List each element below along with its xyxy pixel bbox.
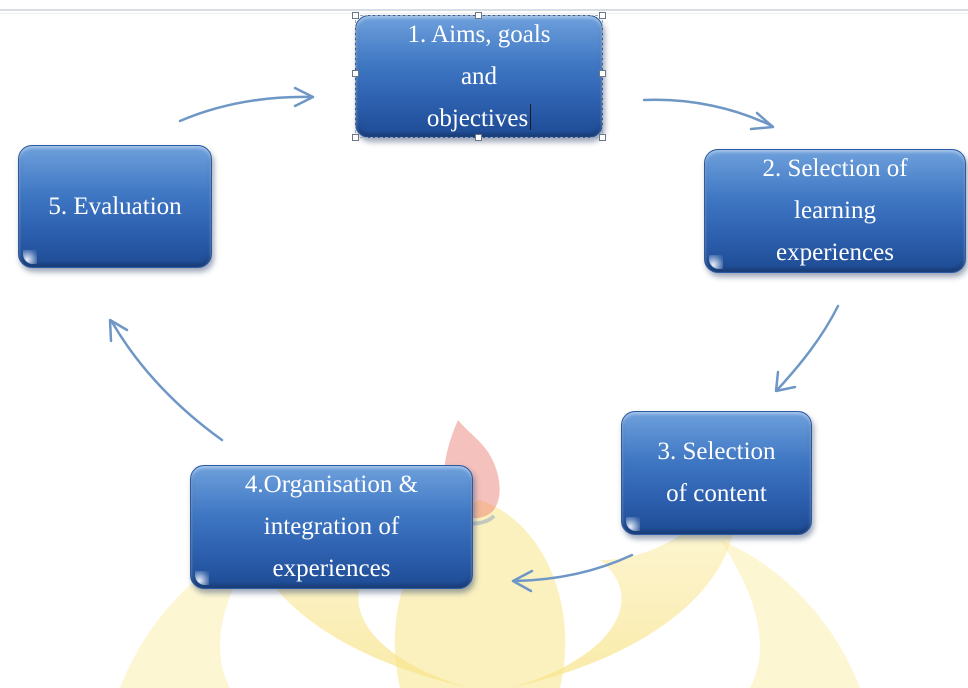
node-aims-label[interactable]: 1. Aims, goals and objectives — [407, 20, 551, 132]
node-evaluation-label: 5. Evaluation — [48, 192, 182, 220]
node-aims-goals-objectives[interactable]: 1. Aims, goals and objectives — [355, 15, 603, 138]
resize-handle-top[interactable] — [475, 12, 482, 19]
watermark-side-right — [720, 540, 860, 688]
arrow-content-to-organisation-head — [511, 569, 534, 593]
node-corner-highlight — [195, 571, 209, 585]
resize-handle-bottom-right[interactable] — [599, 134, 606, 141]
arrow-organisation-to-evaluation — [110, 320, 224, 442]
node-learning-label: 2. Selection of learning experiences — [762, 155, 908, 266]
node-selection-of-content[interactable]: 3. Selection of content — [621, 411, 812, 535]
resize-handle-bottom-left[interactable] — [352, 134, 359, 141]
node-corner-highlight — [709, 255, 723, 269]
arrow-evaluation-to-aims-head — [293, 86, 315, 108]
resize-handle-top-right[interactable] — [599, 12, 606, 19]
arrow-learning-to-content — [776, 304, 840, 391]
node-selection-of-learning-experiences[interactable]: 2. Selection of learning experiences — [704, 149, 966, 273]
node-evaluation[interactable]: 5. Evaluation — [18, 145, 212, 268]
editor-ruler-line-secondary — [0, 13, 968, 14]
node-corner-highlight — [626, 517, 640, 531]
arrow-evaluation-to-aims — [178, 95, 314, 123]
arrow-aims-to-learning-head — [749, 111, 775, 131]
node-organisation-integration[interactable]: 4.Organisation & integration of experien… — [190, 465, 473, 589]
resize-handle-right[interactable] — [599, 70, 606, 77]
arrow-content-to-organisation — [513, 553, 634, 583]
editor-ruler-line — [0, 9, 968, 11]
resize-handle-left[interactable] — [352, 70, 359, 77]
node-corner-highlight — [23, 250, 37, 264]
arrow-aims-to-learning — [642, 98, 774, 128]
watermark-flame-right — [510, 470, 737, 688]
text-caret — [530, 103, 532, 130]
arrow-learning-to-content-head — [774, 370, 797, 393]
resize-handle-top-left[interactable] — [352, 12, 359, 19]
node-content-label: 3. Selection of content — [657, 438, 776, 507]
node-organisation-label: 4.Organisation & integration of experien… — [244, 471, 419, 582]
resize-handle-bottom[interactable] — [475, 134, 482, 141]
arrow-organisation-to-evaluation-head — [108, 318, 129, 343]
